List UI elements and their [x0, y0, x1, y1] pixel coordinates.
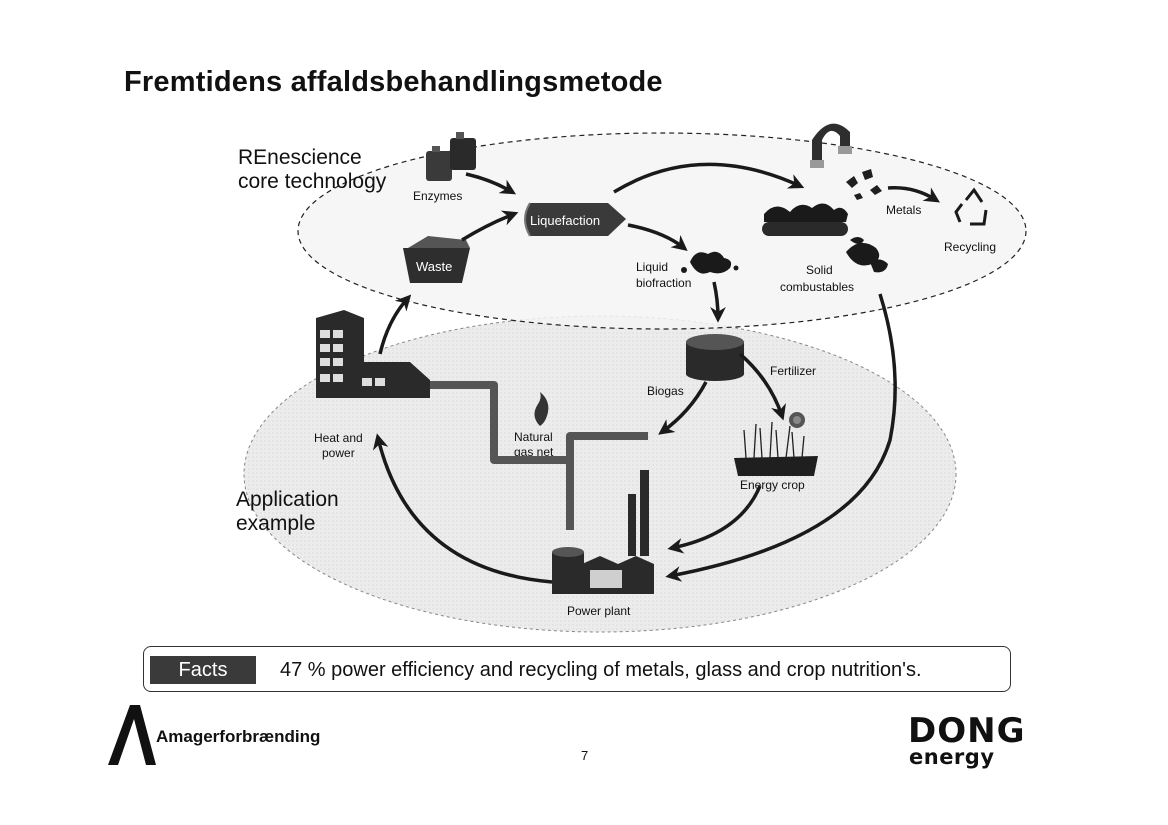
arrow-combustables-to-power-plant: [665, 293, 897, 582]
arrow-energy-crop-to-power-plant: [667, 485, 762, 554]
arrow-enzymes-to-liquefaction: [465, 172, 517, 195]
core-technology-area: [297, 132, 1027, 330]
arrow-liquid-to-biogas: [710, 281, 726, 323]
magnet-icon: [810, 123, 852, 168]
facts-label: Facts: [150, 656, 256, 684]
arrow-liquefaction-to-magnet: [613, 162, 805, 194]
dong-logo: DONG: [908, 711, 1026, 751]
liquefaction-tank-icon: [524, 202, 626, 237]
natural-gas-label-1: Natural: [514, 430, 553, 444]
arrow-power-plant-to-heat: [372, 433, 553, 584]
metal-scraps-icon: [846, 169, 882, 200]
heat-and-power-label-2: power: [322, 446, 355, 460]
power-plant-label: Power plant: [567, 604, 631, 618]
waste-label: Waste: [416, 259, 452, 274]
solid-label-1: Solid: [806, 263, 833, 277]
solid-combustables-icon: [846, 237, 888, 273]
biogas-tank-icon: [686, 334, 744, 381]
liquid-label-2: biofraction: [636, 276, 691, 290]
energy-crop-label: Energy crop: [740, 478, 805, 492]
energy-crop-icon: [734, 412, 818, 476]
core-technology-label-1: REnescience: [238, 146, 362, 169]
application-label-2: example: [236, 512, 315, 535]
heat-and-power-building-icon: [316, 310, 430, 398]
waste-container-icon: [403, 236, 470, 283]
amager-logo-icon: [108, 705, 156, 765]
conveyor-icon: [762, 203, 848, 236]
liquid-biofraction-icon: [681, 251, 739, 274]
amager-logo-text: Amagerforbrænding: [156, 727, 321, 746]
gas-pipe: [430, 381, 648, 530]
arrow-biogas-to-gas-net: [658, 381, 708, 435]
flame-icon: [534, 392, 549, 426]
fertilizer-label: Fertilizer: [770, 364, 816, 378]
enzymes-icon: [426, 132, 476, 181]
arrow-tank-to-energy-crop: [738, 352, 786, 421]
energy-logo: energy: [909, 745, 995, 769]
facts-box: Facts 47 % power efficiency and recyclin…: [143, 646, 1011, 692]
arrow-waste-to-liquefaction: [461, 210, 519, 242]
heat-and-power-label-1: Heat and: [314, 431, 363, 445]
biogas-label: Biogas: [647, 384, 684, 398]
enzymes-label: Enzymes: [413, 189, 462, 203]
recycling-label: Recycling: [944, 240, 996, 254]
page-title: Fremtidens affaldsbehandlingsmetode: [124, 66, 663, 98]
facts-text: 47 % power efficiency and recycling of m…: [280, 659, 922, 681]
page-number: 7: [581, 748, 589, 763]
arrow-metals-to-recycling: [887, 186, 940, 203]
solid-label-2: combustables: [780, 280, 854, 294]
liquefaction-label: Liquefaction: [530, 213, 600, 228]
natural-gas-label-2: gas net: [514, 445, 554, 459]
application-label-1: Application: [236, 488, 339, 511]
core-technology-label-2: core technology: [238, 170, 387, 193]
recycling-icon: [954, 187, 988, 226]
metals-label: Metals: [886, 203, 921, 217]
arrow-liquefaction-to-liquid: [627, 223, 688, 251]
arrow-heat-to-waste: [378, 294, 412, 355]
liquid-label-1: Liquid: [636, 260, 668, 274]
power-plant-icon: [552, 470, 654, 594]
